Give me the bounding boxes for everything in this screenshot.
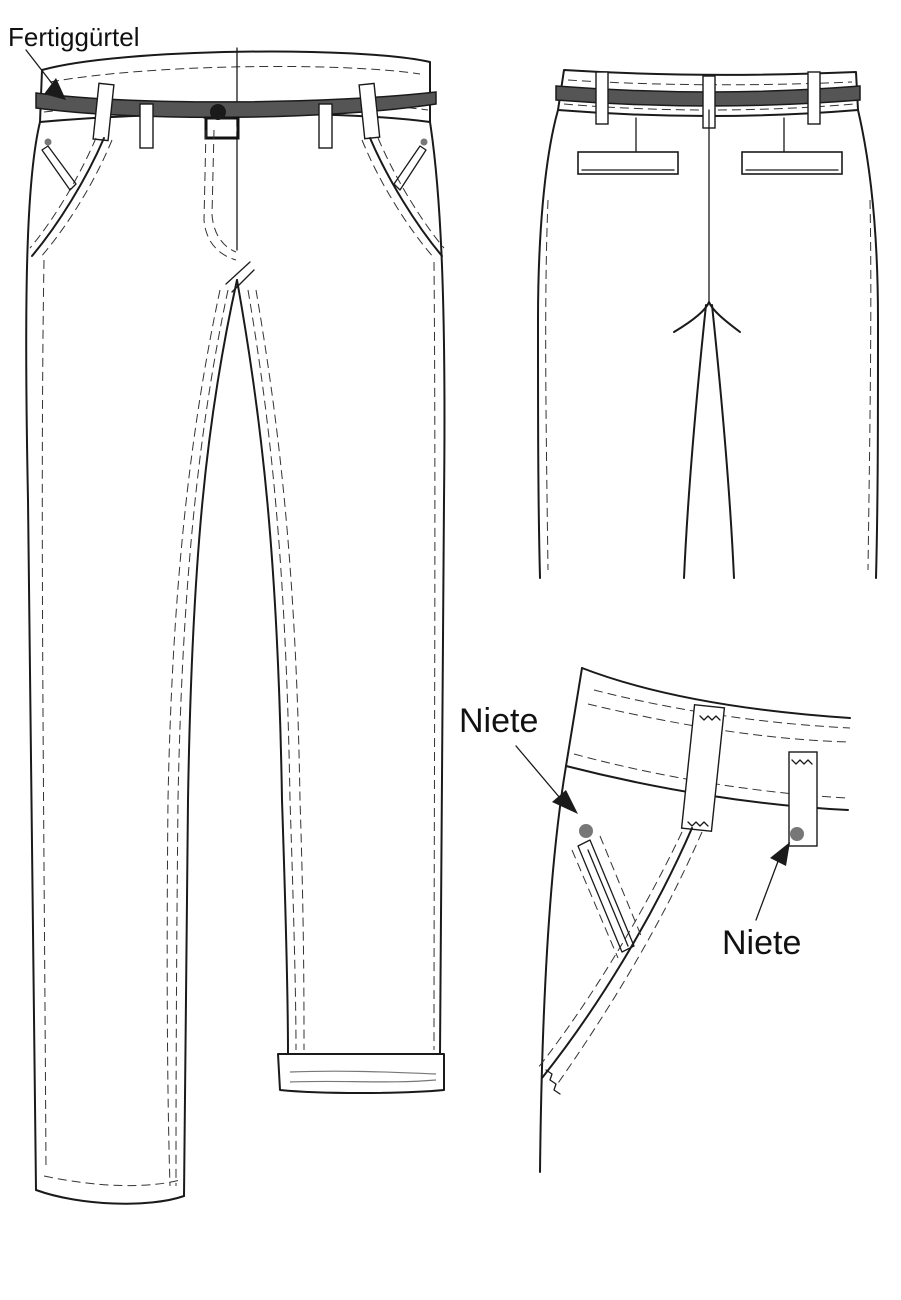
back-view — [537, 69, 879, 579]
pocket-stitch — [361, 139, 435, 259]
detail-waistband-side — [565, 667, 583, 767]
rivet — [44, 138, 52, 146]
outseam-stitch — [867, 199, 872, 571]
belt-loop — [92, 82, 115, 142]
back-crotch-curve — [673, 301, 741, 333]
front-inseam-left — [183, 279, 238, 1197]
detail-coin-pocket-stitch — [599, 835, 643, 939]
detail-rivet — [579, 824, 593, 838]
belt-arrowhead — [44, 78, 66, 100]
outseam-stitch — [433, 261, 436, 1051]
rivet-label-top: Niete — [459, 702, 538, 740]
detail-coin-pocket — [577, 839, 635, 953]
fly-bartack — [225, 261, 255, 293]
left-leg-hem — [35, 1189, 185, 1205]
detail-pocket-stitch — [555, 831, 703, 1087]
rivet — [420, 138, 428, 146]
belt-loop — [139, 103, 154, 149]
front-pocket-opening-right — [369, 137, 443, 257]
pocket-stitch — [377, 137, 445, 249]
coin-pocket-left — [41, 145, 77, 191]
loop-zigzag — [699, 715, 721, 721]
belt-buckle — [204, 116, 240, 140]
detail-waistband-stitch — [573, 753, 849, 799]
pocket-zigzag — [545, 1069, 561, 1095]
cuff-fold-line — [289, 1079, 437, 1083]
front-outer-seam-right — [429, 121, 446, 1055]
belt-label: Fertiggürtel — [8, 22, 140, 52]
detail-belt-loop — [680, 704, 726, 832]
annotations: Fertiggürtel Niete Niete — [8, 22, 801, 962]
inseam-stitch — [247, 289, 297, 1051]
front-pocket-opening-left — [31, 137, 105, 257]
detail-waistband-stitch — [587, 703, 851, 743]
cuff-fold-line — [289, 1070, 437, 1075]
belt-loop — [358, 82, 381, 140]
detail-pocket-opening — [541, 827, 693, 1079]
belt-loop — [318, 103, 333, 149]
fly-stitch — [211, 129, 237, 253]
rivet-label-bottom: Niete — [722, 924, 801, 962]
belt-loop — [807, 71, 821, 125]
detail-coin-pocket-inner — [587, 849, 629, 947]
right-leg-cuff — [277, 1053, 445, 1094]
pocket-stitch — [29, 137, 97, 249]
front-outer-seam-left — [25, 121, 41, 1191]
coin-pocket-right — [393, 145, 427, 191]
belt-leader-line — [25, 49, 55, 87]
rivet-arrowhead-top — [552, 790, 578, 814]
outseam-stitch — [545, 199, 549, 571]
front-inseam-right — [236, 279, 289, 1055]
back-inseam-right — [711, 304, 735, 579]
detail-view — [537, 667, 851, 1173]
belt-loop — [595, 71, 609, 125]
loop-zigzag — [791, 759, 813, 765]
detail-rivet — [790, 827, 804, 841]
rivet-leader-line-bottom — [755, 855, 781, 921]
detail-pocket-stitch — [537, 831, 683, 1069]
back-inseam-left — [683, 304, 707, 579]
waistband-stitch — [49, 65, 421, 83]
inseam-stitch — [255, 289, 305, 1051]
rivet-arrowhead-bottom — [770, 842, 790, 866]
left-hem-stitch — [43, 1175, 181, 1187]
detail-side-seam — [539, 765, 567, 1173]
rivet-leader-line-top — [515, 745, 561, 799]
inseam-stitch — [175, 289, 229, 1187]
detail-coin-pocket-stitch — [571, 849, 619, 959]
waist-button — [210, 104, 226, 120]
loop-zigzag — [687, 821, 709, 827]
back-welt-pocket-right — [741, 151, 843, 175]
fly-stitch — [203, 129, 237, 261]
front-view — [25, 47, 446, 1205]
back-welt-pocket-left — [577, 151, 679, 175]
back-outer-seam-right — [857, 109, 879, 579]
pocket-stitch — [39, 139, 113, 259]
back-outer-seam-left — [537, 109, 559, 579]
outseam-stitch — [41, 259, 47, 1171]
detail-waistband-top — [581, 667, 851, 719]
